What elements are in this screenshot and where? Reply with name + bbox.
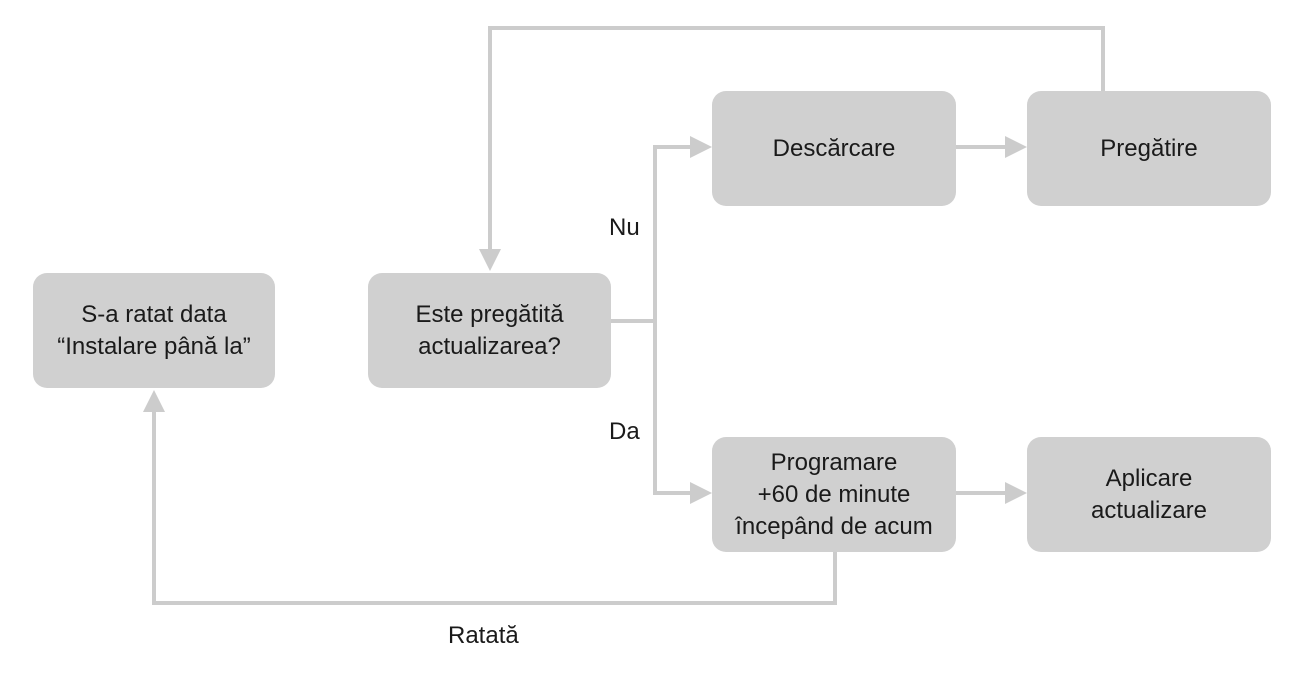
node-text-line: Este pregătită [415, 300, 564, 328]
node-text-line: +60 de minute [757, 480, 911, 508]
node-text-line: Programare [770, 448, 898, 476]
node-prepare: Pregătire [1027, 91, 1271, 206]
node-apply-update: Aplicare actualizare [1027, 437, 1271, 552]
connector-schedule-to-missed [152, 406, 837, 605]
node-text-line: Descărcare [772, 134, 896, 162]
edge-label-missed: Ratată [448, 622, 519, 649]
node-missed-install-date: S-a ratat data “Instalare până la” [33, 273, 275, 388]
connector-branch-to-schedule [653, 321, 694, 495]
node-text-line: “Instalare până la” [57, 332, 251, 360]
connector-branch-to-download [653, 145, 694, 321]
arrowhead-to-schedule [690, 482, 712, 504]
edge-label-yes: Da [609, 418, 640, 445]
arrowhead-to-apply [1005, 482, 1027, 504]
node-download: Descărcare [712, 91, 956, 206]
node-is-update-ready: Este pregătită actualizarea? [368, 273, 611, 388]
node-schedule: Programare +60 de minute începând de acu… [712, 437, 956, 552]
arrowhead-to-prepare [1005, 136, 1027, 158]
arrowhead-to-ready [479, 249, 501, 271]
node-text-line: actualizarea? [418, 332, 561, 360]
node-text-line: Pregătire [1100, 134, 1198, 162]
node-text-line: S-a ratat data [81, 300, 227, 328]
edge-label-no: Nu [609, 214, 640, 241]
arrowhead-to-missed [143, 390, 165, 412]
node-text-line: Aplicare [1105, 464, 1193, 492]
connector-prepare-to-ready [488, 26, 1105, 255]
node-text-line: actualizare [1090, 496, 1208, 524]
arrowhead-to-download [690, 136, 712, 158]
node-text-line: începând de acum [735, 512, 933, 540]
